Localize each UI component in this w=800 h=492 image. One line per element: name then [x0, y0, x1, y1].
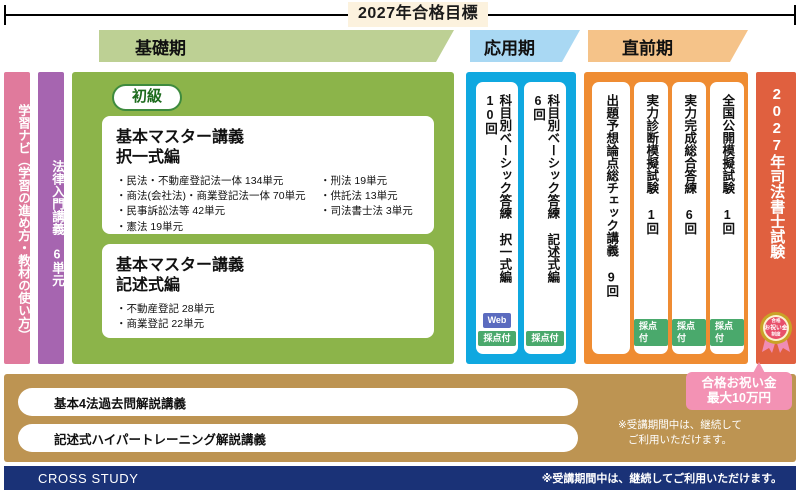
rail-law-intro: 法律入門講義 6単元 [38, 72, 64, 364]
course-card-takuitsu: 基本マスター講義 択一式編 ・民法・不動産登記法一体 134単元 ・商法(会社法… [102, 116, 434, 234]
footer-bar: CROSS STUDY ※受講期間中は、継続してご利用いただけます。 [4, 466, 796, 490]
list-item: ・司法書士法 3単元 [320, 205, 413, 218]
extra-course-1: 基本4法過去問解説講義 [18, 388, 578, 416]
web-badge: Web [482, 313, 512, 328]
bonus-bubble: 合格お祝い金 最大10万円 [686, 372, 792, 410]
timeline-end-tick [794, 5, 796, 25]
scoring-badge: 採点付 [634, 319, 668, 346]
extra-course-2: 記述式ハイパートレーニング解説講義 [18, 424, 578, 452]
course-title-line2: 択一式編 [116, 149, 181, 167]
panel-bottom-extras: 基本4法過去問解説講義 記述式ハイパートレーニング解説講義 ※受講期間中は、継続… [4, 374, 796, 462]
course-card-label: 科目別ベーシック答練 択一式編 10回 [483, 94, 512, 283]
scoring-badge: 採点付 [672, 319, 706, 346]
rail-study-navi-label: 学習ナビ（学習の進め方・教材の使い方） [16, 104, 30, 342]
list-item: ・憲法 19単元 [116, 220, 184, 233]
list-item: ・民事訴訟法等 42単元 [116, 205, 226, 218]
list-item: ・商業登記 22単元 [116, 318, 205, 331]
extra-course-1-label: 基本4法過去問解説講義 [54, 396, 186, 411]
list-item: ・供託法 13単元 [320, 190, 398, 203]
rail-study-navi: 学習ナビ（学習の進め方・教材の使い方） [4, 72, 30, 364]
phase-label-chokuzen: 直前期 [622, 38, 673, 58]
panel-chokuzen: 出題予想論点総チェック講義 9回 実力診断模擬試験 1回 採点付 実力完成総合答… [584, 72, 748, 364]
bonus-bubble-tail [752, 362, 766, 375]
course-card-label: 実力完成総合答練 6回 [682, 94, 697, 235]
level-badge-beginner: 初級 [112, 84, 183, 111]
course-card-basic-takuitsu: 科目別ベーシック答練 択一式編 10回 Web 採点付 [476, 82, 518, 354]
course-card-label: 科目別ベーシック答練 記述式編 6回 [531, 94, 560, 283]
list-item: ・不動産登記 28単元 [116, 302, 215, 315]
course-card-kijutsu: 基本マスター講義 記述式編 ・不動産登記 28単元 ・商業登記 22単元 [102, 244, 434, 338]
scoring-badge: 採点付 [478, 331, 516, 346]
rail-exam-date: 2027年司法書士試験 合格 お祝い金 制度 [756, 72, 796, 364]
svg-text:お祝い金: お祝い金 [764, 324, 787, 332]
course-title-line1: 基本マスター講義 [116, 129, 245, 146]
course-card-yoso-ronten: 出題予想論点総チェック講義 9回 [592, 82, 630, 354]
scoring-badge: 採点付 [526, 331, 564, 346]
course-card-basic-kijutsu: 科目別ベーシック答練 記述式編 6回 採点付 [524, 82, 566, 354]
badge-group: 採点付 [524, 331, 566, 346]
course-bullets-col2: ・刑法 19単元 ・供託法 13単元 ・司法書士法 3単元 [320, 174, 413, 235]
goal-label: 2027年合格目標 [348, 2, 489, 27]
scoring-badge: 採点付 [710, 319, 744, 346]
bonus-bubble-line1: 合格お祝い金 [701, 376, 777, 390]
phase-label-ouyou: 応用期 [484, 38, 535, 58]
panel-kiso: 初級 基本マスター講義 択一式編 ・民法・不動産登記法一体 134単元 ・商法(… [72, 72, 454, 425]
badge-group: 採点付 [634, 319, 668, 346]
timeline-start-tick [4, 5, 6, 25]
phase-banner-chokuzen: 直前期 [588, 30, 748, 62]
phase-label-kiso: 基礎期 [135, 38, 186, 58]
course-title-line1: 基本マスター講義 [116, 257, 245, 274]
exam-label: 2027年司法書士試験 [768, 86, 786, 259]
rail-law-intro-label: 法律入門講義 6単元 [50, 159, 64, 287]
course-title-line2: 記述式編 [116, 277, 181, 295]
bottom-note-line2: ご利用いただけます。 [628, 434, 732, 447]
badge-group: Web 採点付 [476, 313, 518, 346]
footer-note: ※受講期間中は、継続してご利用いただけます。 [541, 473, 782, 485]
list-item: ・刑法 19単元 [320, 174, 388, 187]
course-bullets-col1: ・民法・不動産登記法一体 134単元 ・商法(会社法)・商業登記法一体 70単元… [116, 174, 306, 235]
panel-ouyou: 科目別ベーシック答練 択一式編 10回 Web 採点付 科目別ベーシック答練 記… [466, 72, 576, 364]
course-card-kansei-sogo: 実力完成総合答練 6回 採点付 [672, 82, 706, 354]
course-card-label: 実力診断模擬試験 1回 [644, 94, 659, 235]
celebration-seal-icon: 合格 お祝い金 制度 [760, 312, 792, 353]
extra-course-2-label: 記述式ハイパートレーニング解説講義 [54, 432, 267, 447]
bonus-bubble-line2: 最大10万円 [707, 391, 771, 405]
course-card-label: 出題予想論点総チェック講義 9回 [604, 94, 619, 297]
course-card-shindan-moshi: 実力診断模擬試験 1回 採点付 [634, 82, 668, 354]
phase-banner-kiso: 基礎期 [99, 30, 454, 62]
list-item: ・民法・不動産登記法一体 134単元 [116, 174, 284, 187]
course-card-label: 全国公開模擬試験 1回 [720, 94, 735, 235]
bottom-note: ※受講期間中は、継続して ご利用いただけます。 [618, 418, 742, 448]
badge-group: 採点付 [672, 319, 706, 346]
course-card-kijutsu-title: 基本マスター講義 記述式編 [116, 256, 420, 297]
badge-group: 採点付 [710, 319, 744, 346]
exam-label-wrap: 2027年司法書士試験 [756, 86, 796, 259]
bottom-note-line1: ※受講期間中は、継続して [618, 419, 742, 431]
svg-text:制度: 制度 [771, 331, 781, 338]
svg-text:合格: 合格 [771, 317, 781, 324]
brand-logo: CROSS STUDY [38, 470, 139, 486]
list-item: ・商法(会社法)・商業登記法一体 70単元 [116, 190, 306, 203]
course-card-takuitsu-title: 基本マスター講義 択一式編 [116, 128, 420, 169]
course-bullets-col1: ・不動産登記 28単元 ・商業登記 22単元 [116, 302, 306, 332]
phase-banner-ouyou: 応用期 [470, 30, 580, 62]
course-card-zenkoku-koukai: 全国公開模擬試験 1回 採点付 [710, 82, 744, 354]
